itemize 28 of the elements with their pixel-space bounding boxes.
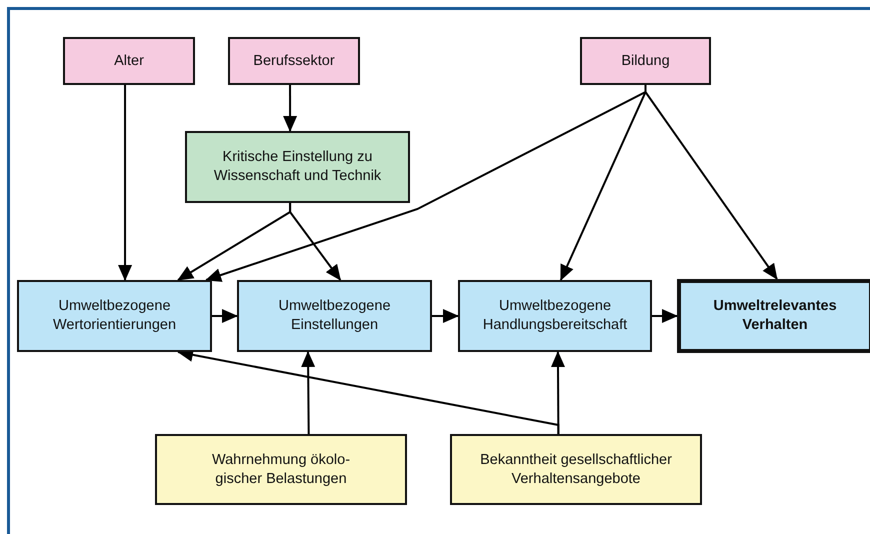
- arrow: [432, 309, 459, 323]
- process-box: [185, 131, 410, 203]
- box-label: Alter: [114, 52, 144, 70]
- box-label: Umweltbezogene Handlungsbereitschaft: [482, 297, 628, 335]
- arrow: [652, 309, 678, 323]
- arrow: [301, 351, 316, 434]
- box-label: Umweltbezogene Wertorientierungen: [52, 297, 178, 335]
- arrow: [289, 203, 342, 281]
- process-box: [155, 434, 407, 505]
- box-label: Umweltbezogene Einstellungen: [277, 297, 392, 335]
- arrow: [118, 85, 132, 281]
- process-box: [580, 37, 711, 85]
- box-label: Wahrnehmung ökolo- gischer Belastungen: [210, 450, 352, 488]
- process-box: [228, 37, 360, 85]
- box-label: Bildung: [621, 52, 670, 70]
- arrow: [212, 309, 238, 323]
- process-box: [237, 280, 432, 352]
- arrow: [283, 85, 298, 132]
- box-label: Bekanntheit gesellschaftlicher Verhaltensangebote: [479, 450, 673, 488]
- process-box: [458, 280, 652, 352]
- box-label: Umweltrelevantes Verhalten: [712, 297, 838, 335]
- process-box: [63, 37, 195, 85]
- process-box: [450, 434, 702, 505]
- box-label: Berufssektor: [253, 52, 335, 70]
- process-box: [677, 279, 870, 353]
- arrow: [644, 85, 778, 280]
- process-box: [17, 280, 212, 352]
- box-label: Kritische Einstellung zu Wissenschaft und Technik: [212, 148, 382, 186]
